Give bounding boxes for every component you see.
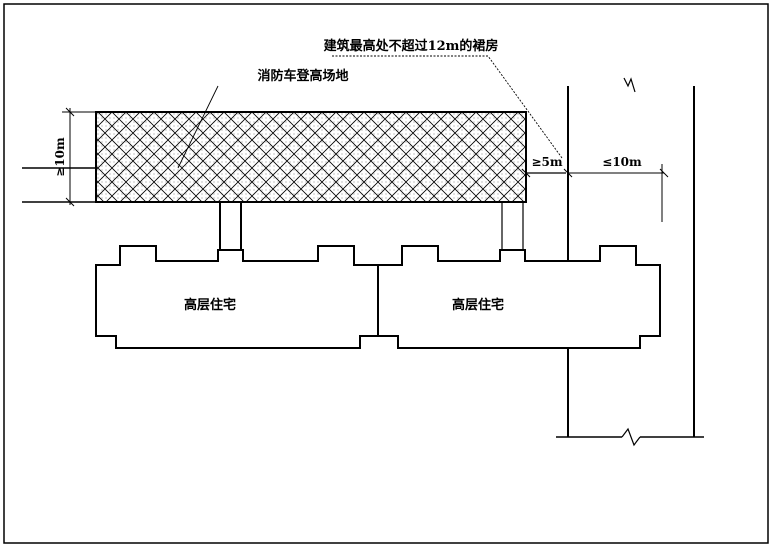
label-building-left: 高层住宅 xyxy=(184,297,236,313)
connecting-corridor-left xyxy=(219,202,242,250)
leader-roof-room xyxy=(332,55,563,159)
dimension-podium xyxy=(568,164,669,222)
label-site-width: ≥10m xyxy=(53,137,67,177)
label-roof-room: 建筑最高处不超过12m的裙房 xyxy=(324,38,499,54)
dimension-site-width xyxy=(62,107,96,207)
label-building-right: 高层住宅 xyxy=(452,297,504,313)
high-rise-building-right xyxy=(377,245,661,349)
leader-fire-site xyxy=(177,85,219,169)
label-gap: ≥5m xyxy=(531,155,562,169)
drawing-frame xyxy=(3,3,769,544)
fire-truck-site xyxy=(95,111,527,203)
connecting-corridor-right xyxy=(501,202,524,250)
label-podium: ≤10m xyxy=(602,155,642,169)
high-rise-building-left xyxy=(95,245,379,349)
label-fire-site: 消防车登高场地 xyxy=(257,68,348,84)
